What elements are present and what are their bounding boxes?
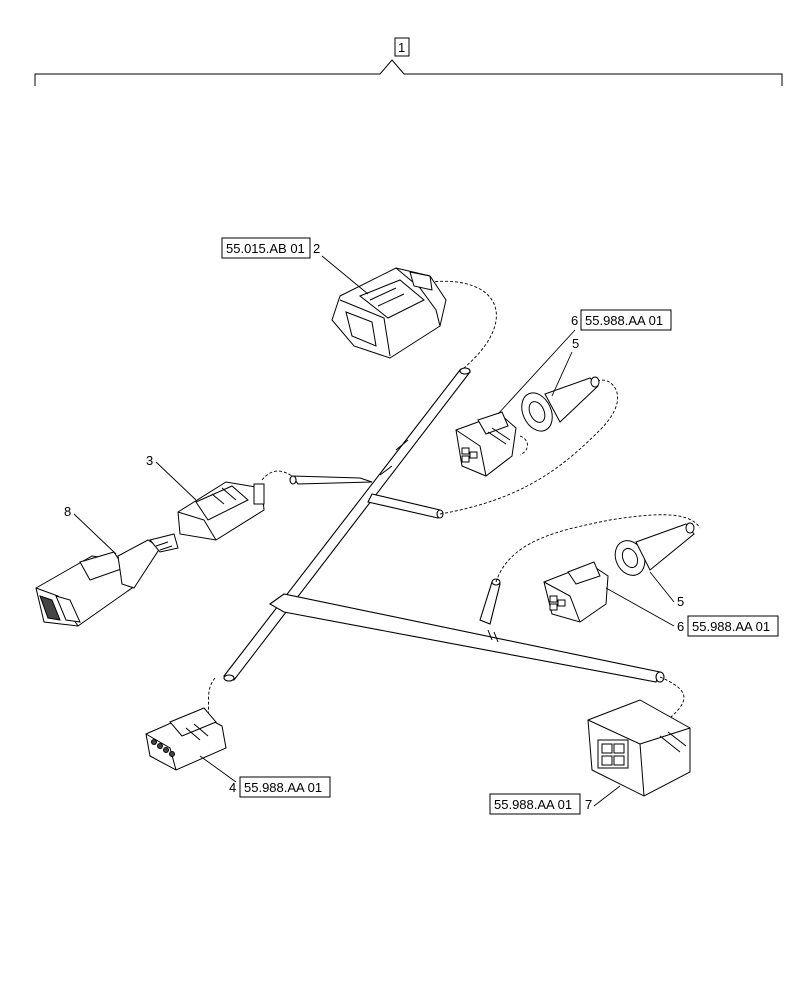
seal-5-upper [521,376,600,432]
connector-6-lower [543,561,609,623]
callout-number: 8 [64,504,71,519]
callout-item-4: 4 55.988.AA 01 [199,755,331,798]
callout-item-8: 8 [64,504,117,555]
callout-ref: 55.988.AA 01 [244,780,322,795]
callout-ref: 55.015.AB 01 [226,241,305,256]
connector-4 [145,707,227,771]
callout-number: 2 [313,241,320,256]
callout-number: 5 [677,594,684,609]
callout-number: 6 [571,313,578,328]
connector-2 [331,267,447,359]
connector-6-upper [455,411,517,477]
assembly-bracket: 1 [34,37,783,86]
callout-item-7: 55.988.AA 01 7 [489,785,621,815]
callout-number: 3 [146,453,153,468]
connector-7 [587,699,691,797]
callout-item-3: 3 [146,453,197,501]
callout-number: 7 [585,797,592,812]
harness-trunk [223,367,665,683]
seal-5-lower [614,522,695,576]
callout-number: 6 [677,619,684,634]
callout-item-6-lower: 6 55.988.AA 01 [605,587,779,637]
connector-3 [177,481,265,541]
connector-8 [35,533,179,627]
callout-item-5-upper: 5 [551,336,579,397]
assembly-item-number: 1 [398,40,405,55]
callout-item-2: 55.015.AB 01 2 [221,237,369,295]
callout-item-6-upper: 6 55.988.AA 01 [497,309,672,415]
dashed-routings [207,280,701,719]
callout-number: 5 [572,336,579,351]
callout-ref: 55.988.AA 01 [494,797,572,812]
callout-item-5-lower: 5 [649,571,684,609]
callout-ref: 55.988.AA 01 [692,619,770,634]
callout-number: 4 [229,780,236,795]
callout-ref: 55.988.AA 01 [585,313,663,328]
